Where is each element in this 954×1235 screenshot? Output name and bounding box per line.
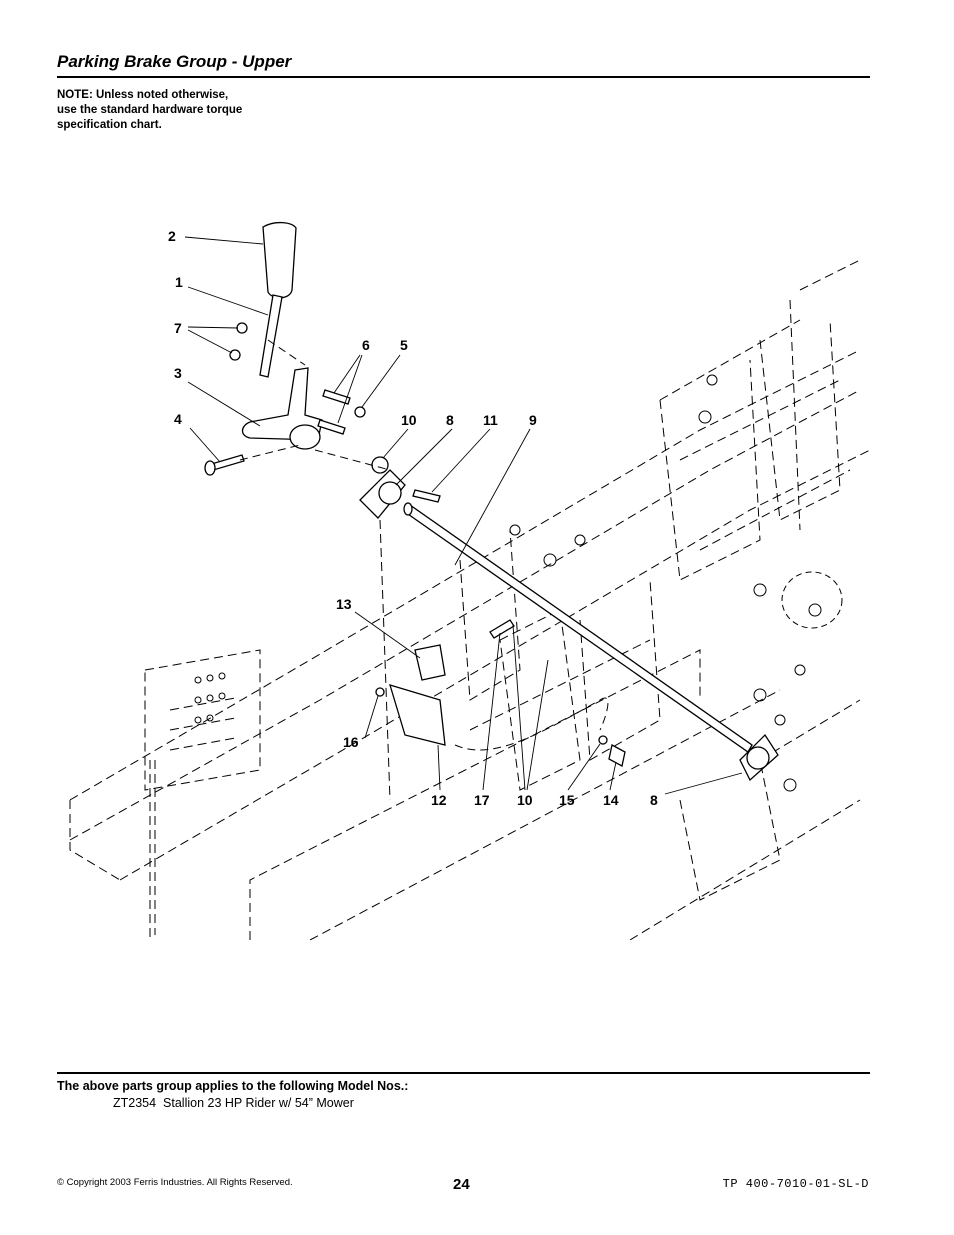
washer-16 — [375, 687, 385, 697]
title-rule — [57, 76, 870, 78]
handle-grip — [262, 221, 297, 299]
callout-4: 4 — [174, 411, 182, 427]
note-line: specification chart. — [57, 119, 162, 131]
washer-15 — [598, 735, 608, 745]
callout-3: 3 — [174, 365, 182, 381]
callout-6: 6 — [362, 337, 370, 353]
model-line: ZT2354 Stallion 23 HP Rider w/ 54” Mower — [113, 1096, 354, 1110]
lever-bracket — [241, 367, 323, 441]
mower-frame-phantom — [69, 259, 871, 940]
callout-9: 9 — [529, 412, 537, 428]
callout-10: 10 — [401, 412, 417, 428]
frame-bolts — [194, 374, 843, 792]
bracket-13 — [414, 644, 446, 681]
bolt-6a — [322, 389, 351, 405]
exploded-parts-diagram: 2 1 7 3 4 6 5 10 8 11 9 13 16 12 17 10 1… — [69, 221, 871, 940]
callout-1: 1 — [175, 274, 183, 290]
callout-labels: 2 1 7 3 4 6 5 10 8 11 9 13 16 12 17 10 1… — [168, 228, 658, 808]
applies-heading: The above parts group applies to the fol… — [57, 1079, 409, 1093]
callout-15: 15 — [559, 792, 575, 808]
callout-11: 11 — [483, 412, 498, 428]
bolt-17 — [489, 619, 515, 639]
footer-rule — [57, 1072, 870, 1074]
bolt-6b — [317, 419, 346, 435]
bracket-12 — [389, 684, 446, 746]
callout-2: 2 — [168, 228, 176, 244]
model-number: ZT2354 — [113, 1096, 157, 1110]
page-number: 24 — [453, 1176, 470, 1193]
callout-16: 16 — [343, 734, 359, 750]
callout-8: 8 — [650, 792, 658, 808]
callout-12: 12 — [431, 792, 447, 808]
callout-8: 8 — [446, 412, 454, 428]
bracket-hub — [289, 424, 321, 450]
callout-13: 13 — [336, 596, 352, 612]
nut-7a — [236, 322, 248, 334]
cross-shaft-9 — [404, 504, 753, 753]
model-description: Stallion 23 HP Rider w/ 54” Mower — [163, 1096, 354, 1110]
callout-7: 7 — [174, 320, 182, 336]
document-id: TP 400-7010-01-SL-D — [722, 1177, 869, 1191]
assembly-dash-lines — [239, 339, 609, 751]
callout-5: 5 — [400, 337, 408, 353]
brake-handle-assembly — [204, 221, 779, 782]
callout-10: 10 — [517, 792, 533, 808]
nut-7b — [229, 349, 241, 361]
spacer-10a — [371, 456, 389, 474]
handle-lever — [259, 294, 283, 378]
callout-leaders — [184, 236, 743, 795]
note-line: NOTE: Unless noted otherwise, — [57, 89, 229, 101]
copyright-text: © Copyright 2003 Ferris Industries. All … — [57, 1177, 293, 1188]
nut-5 — [354, 406, 366, 418]
callout-17: 17 — [474, 792, 490, 808]
bolt-11 — [412, 489, 441, 503]
bolt-14 — [608, 744, 626, 767]
page-title: Parking Brake Group - Upper — [57, 52, 292, 71]
torque-note: NOTE: Unless noted otherwise, use the st… — [57, 88, 317, 133]
callout-14: 14 — [603, 792, 619, 808]
note-line: use the standard hardware torque — [57, 104, 243, 116]
